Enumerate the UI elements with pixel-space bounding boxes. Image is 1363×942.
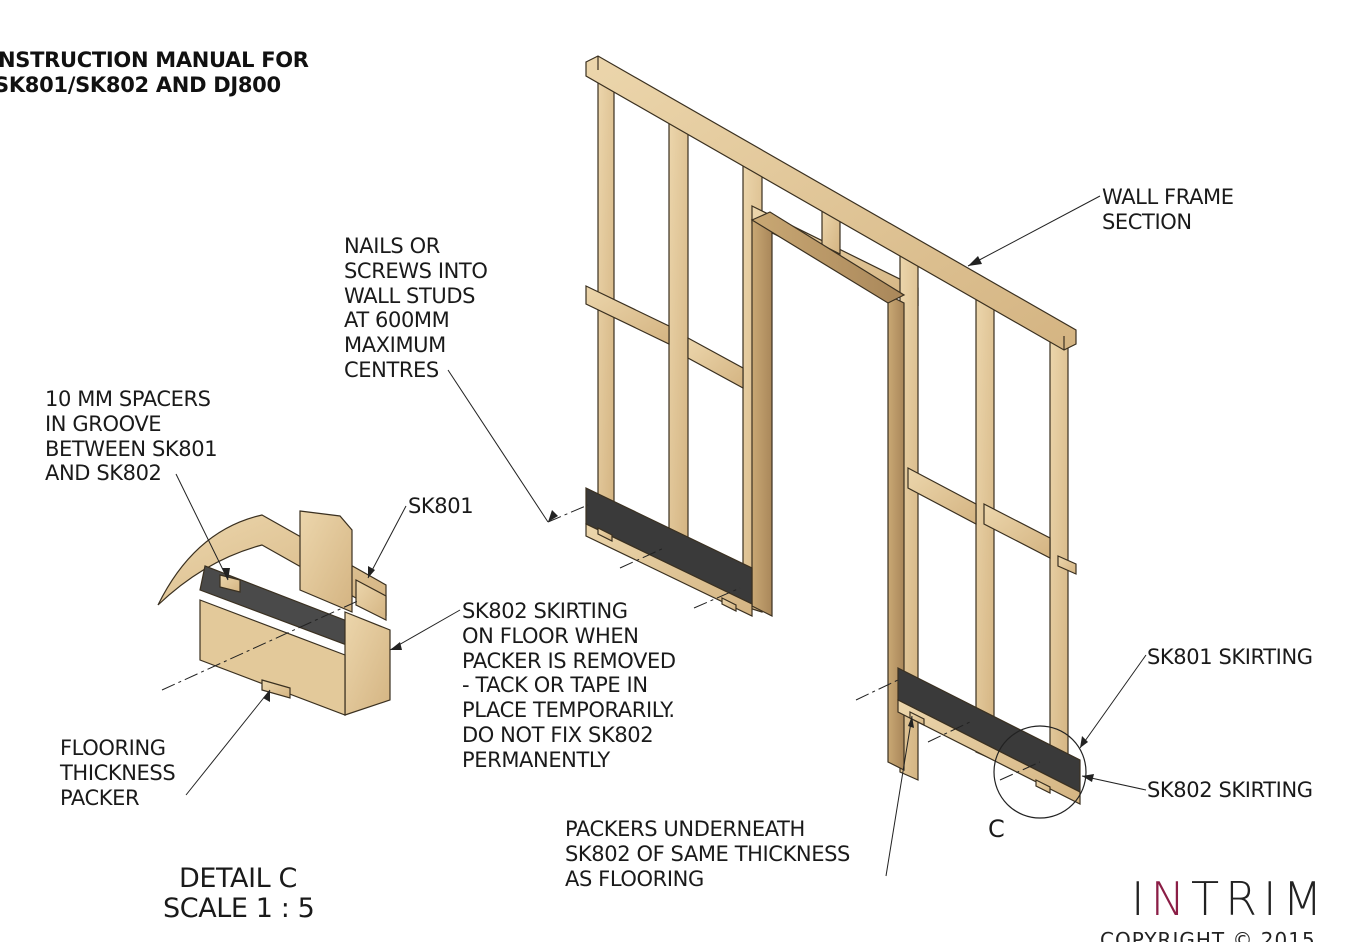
label-flooring-packer: FLOORING THICKNESS PACKER: [60, 736, 176, 810]
label-nails-screws: NAILS OR SCREWS INTO WALL STUDS AT 600MM…: [344, 234, 488, 382]
intrim-logo: INTRIM: [1131, 874, 1328, 924]
label-packers-underneath: PACKERS UNDERNEATH SK802 OF SAME THICKNE…: [565, 817, 850, 891]
detail-c-illustration: [157, 510, 391, 716]
door-jamb-right: [887, 294, 905, 771]
left-nogging-1: [585, 285, 670, 345]
right-nogging-1: [907, 467, 977, 525]
left-packer-2: [721, 597, 737, 612]
leader-nails: [447, 369, 549, 523]
leader-packers: [885, 715, 913, 877]
copyright-text: COPYRIGHT © 2015: [1100, 928, 1316, 942]
right-packer-2: [1035, 779, 1051, 794]
left-stud-1: [597, 67, 615, 516]
door-jamb-left: [751, 219, 773, 617]
leader-sk801-skirting: [1079, 654, 1147, 749]
detail-sk801-board: [355, 579, 387, 621]
leader-sk802-floor: [389, 609, 461, 651]
label-sk802-floor: SK802 SKIRTING ON FLOOR WHEN PACKER IS R…: [462, 599, 676, 772]
left-nogging-2: [687, 336, 744, 390]
detail-floor-section: [157, 514, 387, 617]
manual-title-line1: NSTRUCTION MANUAL FOR: [0, 48, 309, 72]
label-wall-frame-section: WALL FRAME SECTION: [1102, 185, 1234, 234]
left-skirting-sk802: [585, 523, 753, 617]
logo-accent: N: [1150, 872, 1191, 926]
label-sk801: SK801: [408, 494, 474, 518]
label-detail-ref: C: [988, 815, 1005, 843]
leader-arrowheads: [222, 256, 1094, 782]
detail-c-circle: [993, 725, 1087, 819]
top-plate: [585, 55, 1077, 351]
logo-part2: TRIM: [1191, 872, 1329, 926]
left-stud-2: [668, 108, 689, 546]
label-sk801-skirting: SK801 SKIRTING: [1147, 645, 1313, 669]
leader-flooring-packer: [185, 689, 271, 796]
wall-frame: [585, 55, 1081, 805]
detail-packer: [261, 679, 291, 699]
label-detail-scale: SCALE 1 : 5: [163, 893, 315, 924]
center-lines: [161, 504, 1041, 781]
leader-lines: [175, 195, 1147, 877]
label-spacers: 10 MM SPACERS IN GROOVE BETWEEN SK801 AN…: [45, 387, 218, 486]
manual-title-line2: SK801/SK802 AND DJ800: [0, 73, 281, 97]
detail-spacer: [219, 574, 241, 593]
left-packer-1: [597, 527, 613, 542]
leader-wall-frame: [967, 195, 1101, 267]
label-sk802-skirting: SK802 SKIRTING: [1147, 778, 1313, 802]
detail-sk802-board: [344, 611, 391, 716]
leader-spacers: [175, 473, 229, 581]
label-detail-title: DETAIL C: [179, 863, 297, 894]
logo-part1: I: [1131, 872, 1151, 926]
detail-skirting-base: [199, 599, 346, 716]
detail-stud: [299, 510, 353, 613]
right-packer-1: [909, 711, 925, 726]
right-nogging-2: [983, 503, 1051, 559]
right-nogging-end: [1057, 555, 1077, 575]
door-jamb-head: [750, 211, 906, 304]
leader-sk801: [367, 505, 407, 579]
right-skirting-sk802: [897, 699, 1081, 805]
